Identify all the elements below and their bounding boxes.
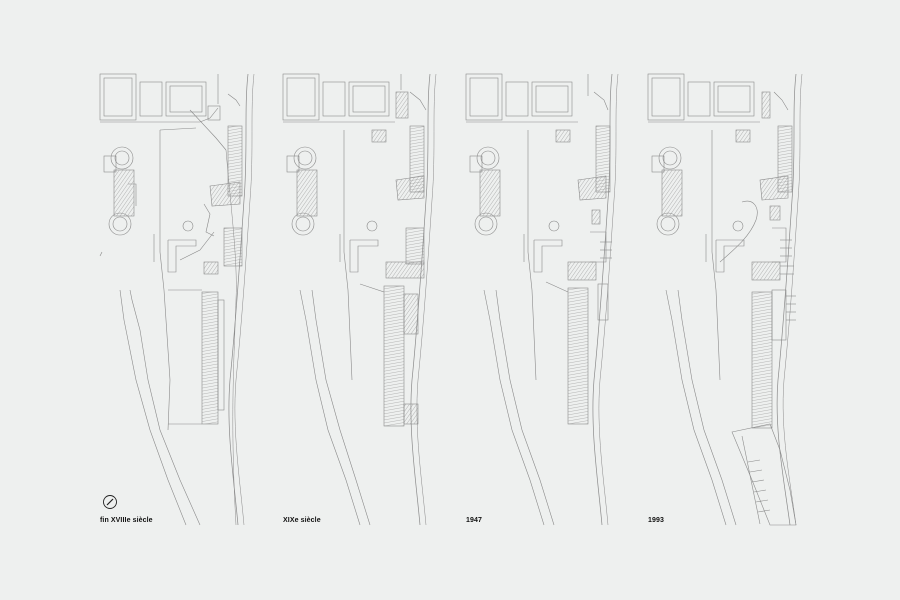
plan-panel-3 <box>465 73 619 526</box>
panel-caption-3: 1947 <box>466 517 482 524</box>
pavilion <box>207 105 221 121</box>
building-mid <box>209 181 241 207</box>
tower-north <box>110 146 134 170</box>
plan-panel-1 <box>99 73 255 526</box>
parking-lot <box>731 423 797 526</box>
north-arrow-icon <box>103 495 117 509</box>
plan-panel-4 <box>647 73 803 526</box>
panel-caption-1: fin XVIIIe siècle <box>100 517 153 524</box>
panel-caption-4: 1993 <box>648 517 664 524</box>
garden-parterres <box>99 73 219 123</box>
chateau <box>113 169 135 217</box>
panel-caption-2: XIXe siècle <box>283 517 321 524</box>
tower-south <box>108 212 132 236</box>
plan-panel-2 <box>282 73 437 526</box>
long-building <box>201 291 219 425</box>
building-south <box>223 227 243 267</box>
